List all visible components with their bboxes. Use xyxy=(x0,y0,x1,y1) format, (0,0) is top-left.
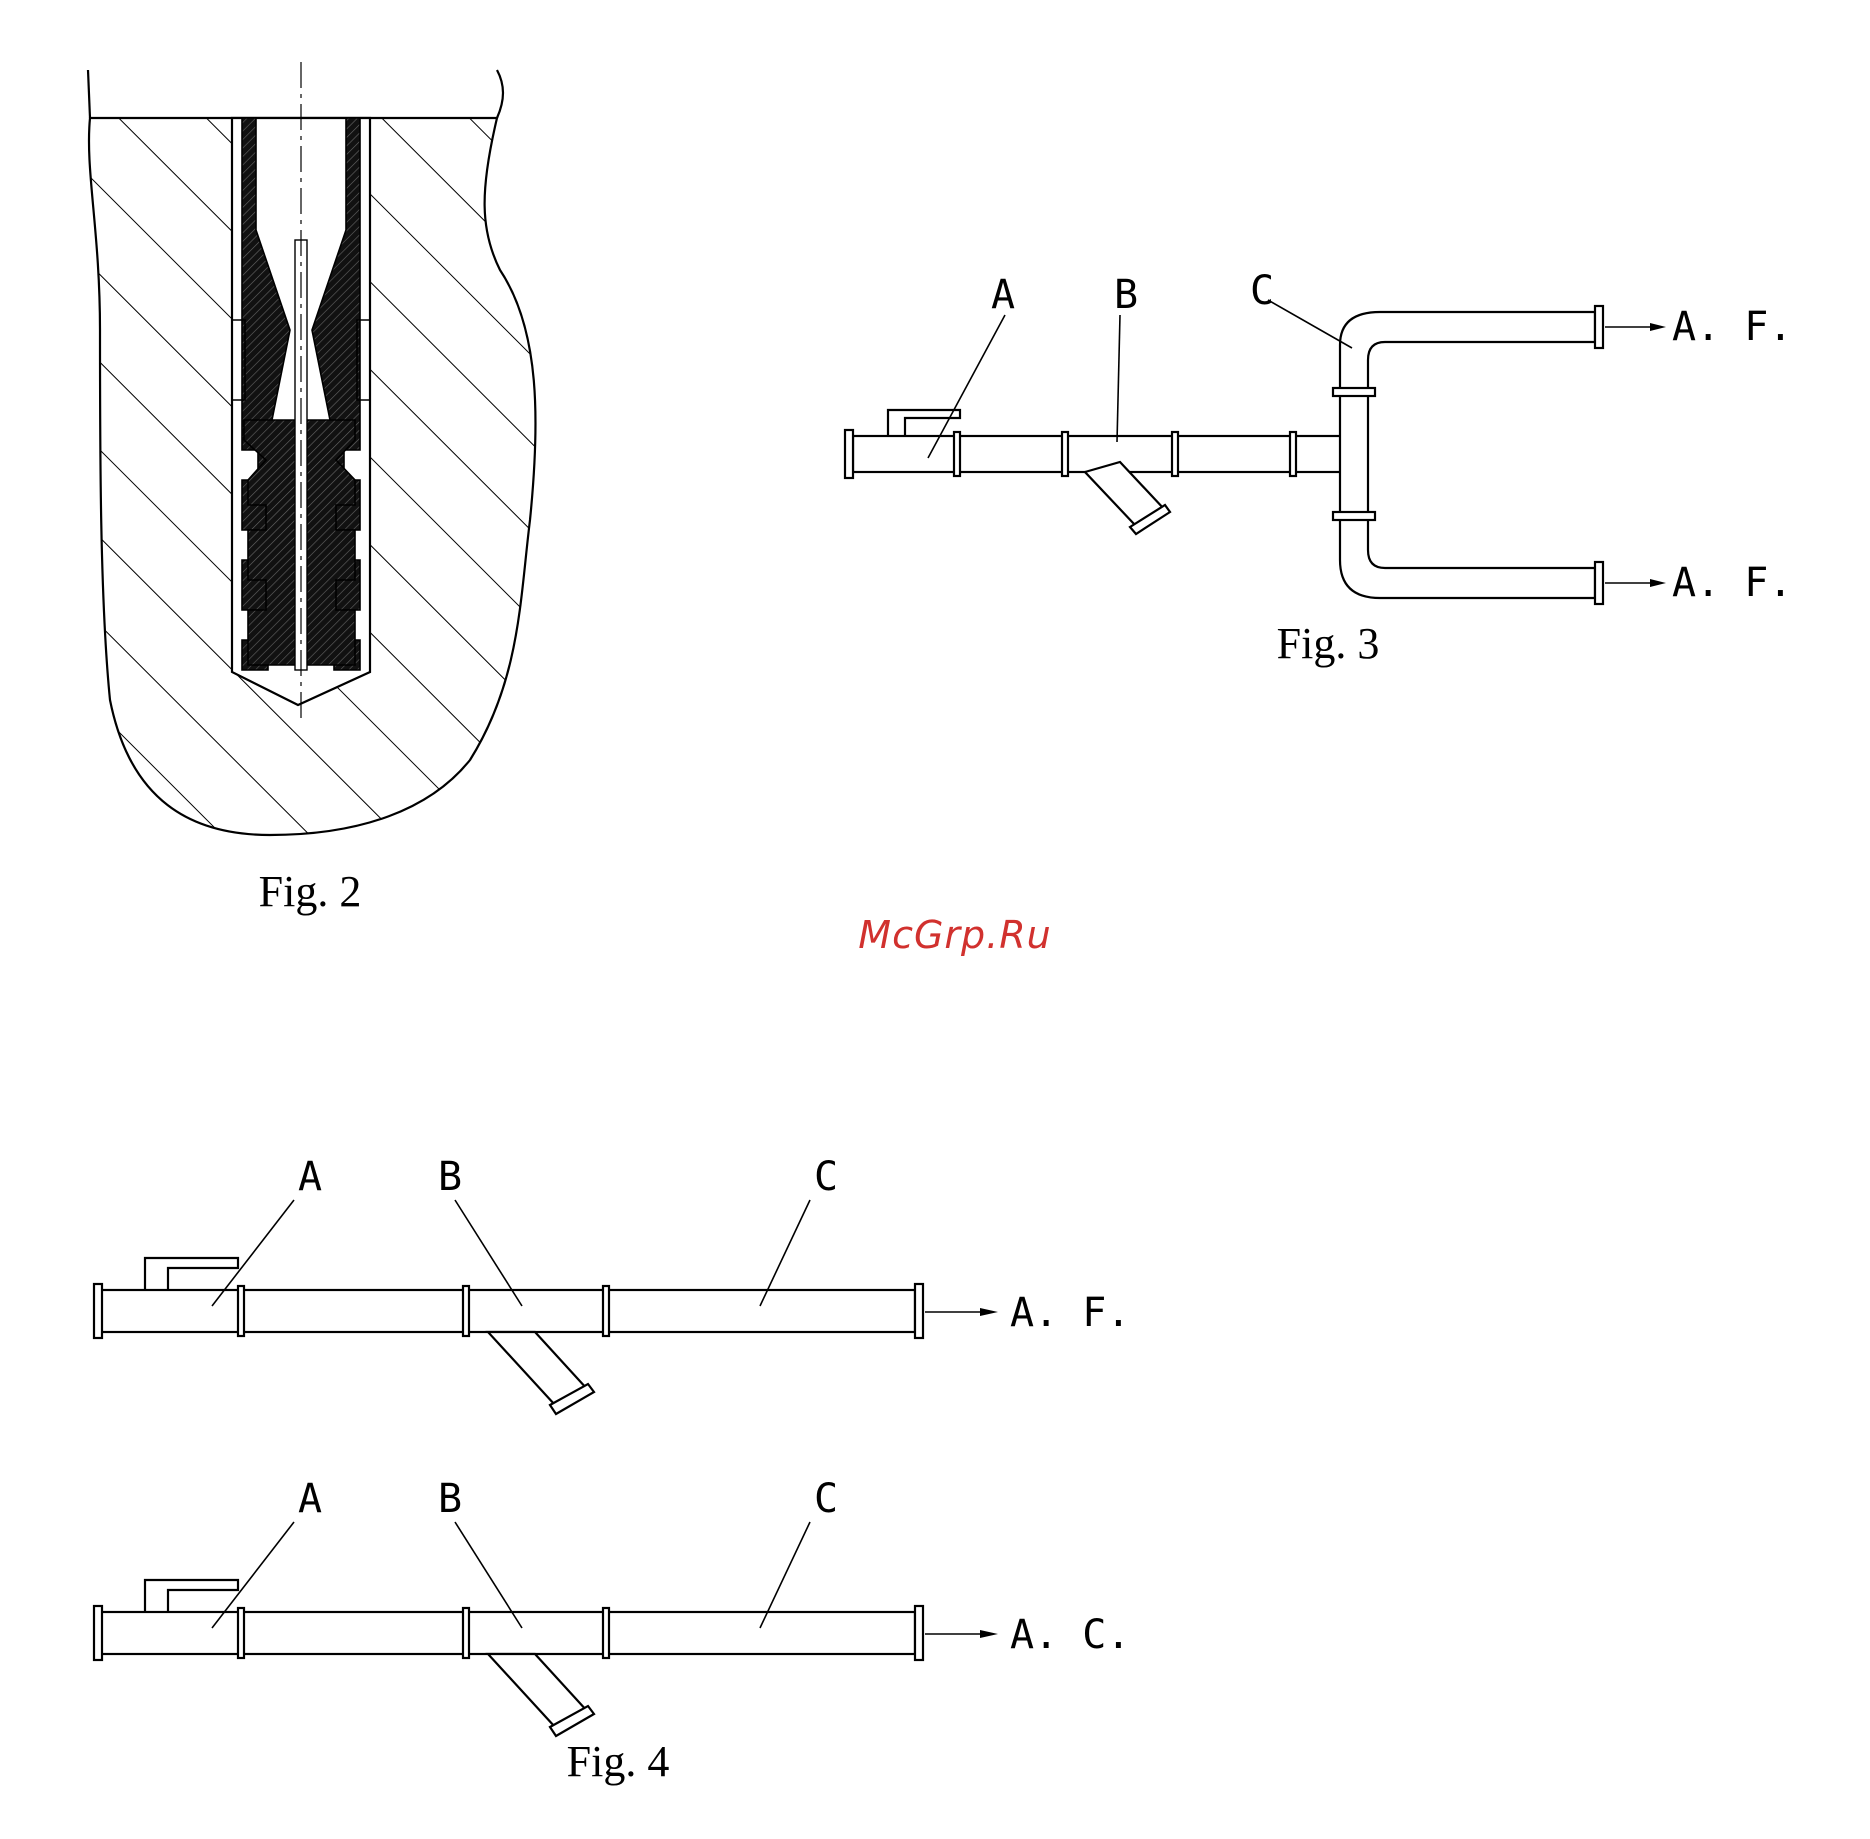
fig4-top-pipe-assembly: A. F. A B C xyxy=(94,1154,1130,1414)
fig4-bottom-main-pipe xyxy=(100,1612,915,1654)
fig3-manifold-ring-bottom xyxy=(1333,512,1375,520)
fig4-bottom-coupling-3 xyxy=(603,1608,609,1658)
fig3-manifold-ring-top xyxy=(1333,388,1375,396)
fig3-inlet-box xyxy=(888,410,960,436)
fig3-label-b: B xyxy=(1114,272,1138,318)
fig4-caption: Fig. 4 xyxy=(567,1737,670,1786)
fig3-caption: Fig. 3 xyxy=(1277,619,1380,668)
fig2-anchor-section: Fig. 2 xyxy=(88,62,536,916)
fig4-bottom-pipe-assembly: A. C. A B C Fig. 4 xyxy=(94,1476,1130,1786)
fig4-top-label-a: A xyxy=(298,1154,322,1200)
fig4-bottom-outlet-flange xyxy=(915,1606,923,1660)
fig3-leader-b xyxy=(1117,315,1120,442)
fig3-outlet-label-top: A. F. xyxy=(1672,304,1792,350)
fig4-bottom-label-b: B xyxy=(438,1476,462,1522)
fig4-top-coupling-1 xyxy=(238,1286,244,1336)
fig2-edge-right xyxy=(497,70,503,118)
fig4-top-outlet-flange xyxy=(915,1284,923,1338)
fig4-top-label-b: B xyxy=(438,1154,462,1200)
fig4-bottom-label-c: C xyxy=(814,1476,838,1522)
fig4-bottom-end-flange xyxy=(94,1606,102,1660)
fig3-pipe-assembly: A. F. A. F. A B C Fig. 3 xyxy=(845,268,1792,668)
fig3-outlet-flange-bottom xyxy=(1595,562,1603,604)
fig3-end-flange xyxy=(845,430,853,478)
fig4-top-coupling-3 xyxy=(603,1286,609,1336)
watermark: McGrp.Ru xyxy=(858,913,1051,957)
fig3-coupling-1 xyxy=(954,432,960,476)
fig3-outlet-arrowhead-top xyxy=(1650,323,1666,331)
fig4-top-outlet-label: A. F. xyxy=(1010,1290,1130,1336)
fig3-leader-c xyxy=(1268,300,1352,348)
fig4-top-end-flange xyxy=(94,1284,102,1338)
fig4-bottom-coupling-2 xyxy=(463,1608,469,1658)
fig3-label-a: A xyxy=(991,272,1015,318)
fig3-coupling-3 xyxy=(1172,432,1178,476)
fig4-bottom-coupling-1 xyxy=(238,1608,244,1658)
fig3-outlet-flange-top xyxy=(1595,306,1603,348)
fig3-label-c: C xyxy=(1250,268,1274,314)
fig3-u-manifold xyxy=(1340,312,1595,598)
fig4-top-coupling-2 xyxy=(463,1286,469,1336)
fig2-caption: Fig. 2 xyxy=(259,867,362,916)
fig4-bottom-outlet-arrowhead xyxy=(980,1630,998,1638)
fig4-top-inlet-box xyxy=(145,1258,238,1290)
fig2-edge-left xyxy=(88,70,90,118)
fig4-bottom-outlet-label: A. C. xyxy=(1010,1612,1130,1658)
fig4-top-label-c: C xyxy=(814,1154,838,1200)
fig4-top-main-pipe xyxy=(100,1290,915,1332)
fig4-top-outlet-arrowhead xyxy=(980,1308,998,1316)
fig4-bottom-inlet-box xyxy=(145,1580,238,1612)
fig3-coupling-4 xyxy=(1290,432,1296,476)
fig3-outlet-label-bottom: A. F. xyxy=(1672,560,1792,606)
fig3-main-pipe xyxy=(853,436,1341,472)
fig3-outlet-arrowhead-bottom xyxy=(1650,579,1666,587)
fig4-bottom-label-a: A xyxy=(298,1476,322,1522)
fig3-coupling-2 xyxy=(1062,432,1068,476)
